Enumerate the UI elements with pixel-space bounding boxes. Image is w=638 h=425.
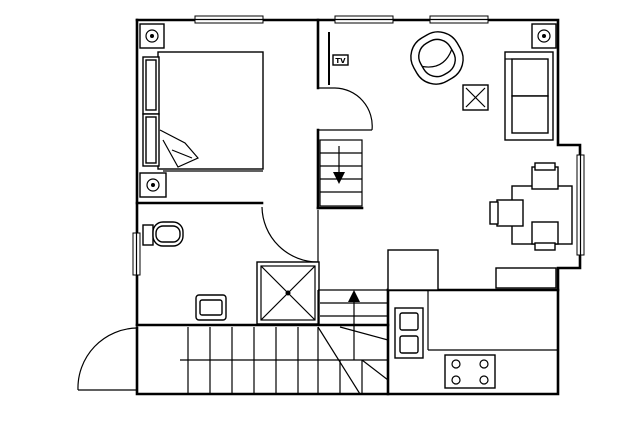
armchair xyxy=(410,31,464,85)
tv-label: TV xyxy=(335,57,346,65)
door-bathroom xyxy=(261,206,319,263)
arrow-down-icon xyxy=(333,172,345,184)
window-left-bathroom xyxy=(132,232,141,276)
window-top-bedroom xyxy=(194,15,264,24)
tv-unit: TV xyxy=(328,32,349,85)
toilet xyxy=(142,221,184,247)
floor-lamp xyxy=(462,84,489,111)
arrow-up-icon xyxy=(348,290,360,302)
kitchen-sink xyxy=(394,307,424,359)
shower xyxy=(256,261,320,325)
window-top-living-1 xyxy=(334,15,394,24)
window-right-dining xyxy=(576,154,585,256)
double-bed xyxy=(142,51,264,170)
washbasin xyxy=(195,294,227,321)
staircase-down xyxy=(319,139,363,207)
kitchen-counter xyxy=(387,249,558,351)
window-top-living-2 xyxy=(429,15,489,24)
door-entrance[interactable] xyxy=(77,325,138,391)
dining-set xyxy=(489,162,573,251)
door-bedroom xyxy=(318,87,373,131)
cooktop xyxy=(444,354,496,389)
nightstand-lamp-bottom xyxy=(139,172,167,198)
staircase-up xyxy=(180,289,389,395)
nightstand-lamp-top xyxy=(139,23,165,49)
corner-lamp xyxy=(531,23,557,49)
sofa xyxy=(504,51,554,141)
